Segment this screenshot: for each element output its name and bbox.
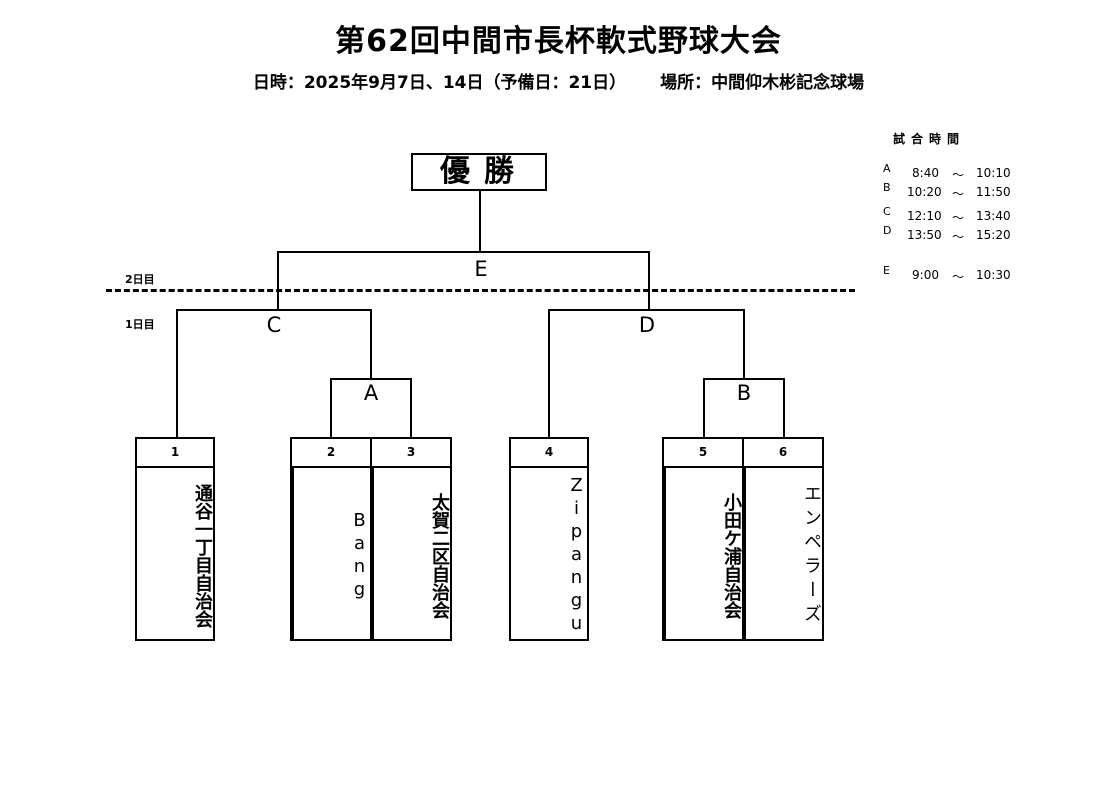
- schedule-start: 13:50: [907, 228, 942, 242]
- schedule-game: E: [883, 264, 890, 277]
- team-name: 太賀二区自治会: [372, 468, 450, 641]
- schedule-end: 13:40: [976, 209, 1011, 223]
- winner-stem-line: [479, 191, 481, 252]
- team-name: Zipangu: [566, 475, 587, 636]
- schedule-game: D: [883, 224, 892, 237]
- schedule-row: B 10:20 ～ 11:50: [880, 181, 1020, 201]
- game-c-left-drop: [176, 309, 178, 438]
- team-number: 3: [406, 445, 416, 459]
- game-b-left-drop: [703, 378, 705, 438]
- day1-label: 1日目: [125, 318, 155, 331]
- schedule-game: B: [883, 181, 891, 194]
- team-number: 1: [170, 445, 180, 459]
- game-label-c: C: [266, 313, 282, 337]
- venue-info: 場所：中間仰木彬記念球場: [660, 73, 865, 93]
- game-e-line: [277, 251, 650, 253]
- game-c-line: [176, 309, 372, 311]
- team-number: 4: [544, 445, 554, 459]
- game-b-line: [703, 378, 785, 380]
- schedule-end: 10:30: [976, 268, 1011, 282]
- date-info: 日時：2025年9月7日、14日（予備日：21日）: [252, 73, 627, 93]
- schedule-end: 11:50: [976, 185, 1011, 199]
- team-box-2-3: 2 3 Bang 太賀二区自治会: [290, 437, 452, 641]
- team-number: 6: [778, 445, 788, 459]
- team-box-5-6: 5 6 小田ケ浦自治会 エンペラーズ: [662, 437, 824, 641]
- game-label-d: D: [638, 313, 656, 337]
- game-d-left-drop: [548, 309, 550, 438]
- game-b-right-drop: [783, 378, 785, 438]
- schedule-start: 8:40: [912, 166, 939, 180]
- game-e-right-drop: [648, 251, 650, 310]
- winner-box: 優勝: [411, 153, 547, 191]
- game-label-a: A: [363, 381, 379, 405]
- tournament-title: 第62回中間市長杯軟式野球大会: [335, 24, 782, 59]
- team-box-1: 1 通谷一丁目自治会: [135, 437, 215, 641]
- team-number: 5: [664, 439, 744, 466]
- day2-label: 2日目: [125, 273, 155, 286]
- schedule-game: A: [883, 162, 891, 175]
- day-divider-line: [106, 289, 855, 292]
- schedule-tilde: ～: [952, 168, 965, 182]
- game-a-right-drop: [410, 378, 412, 438]
- game-schedule: 試合時間 A 8:40 ～ 10:10 B 10:20 ～ 11:50 C 12…: [880, 130, 1020, 284]
- team-box-4: 4 Zipangu: [509, 437, 589, 641]
- schedule-end: 15:20: [976, 228, 1011, 242]
- schedule-header: 試合時間: [893, 132, 966, 146]
- schedule-row: D 13:50 ～ 15:20: [880, 224, 1020, 244]
- game-d-line: [548, 309, 745, 311]
- game-d-right-drop: [743, 309, 745, 380]
- schedule-game: C: [883, 205, 891, 218]
- game-e-left-drop: [277, 251, 279, 310]
- schedule-row: E 9:00 ～ 10:30: [880, 264, 1020, 284]
- game-a-line: [330, 378, 412, 380]
- team-name: 通谷一丁目自治会: [192, 483, 213, 628]
- team-number: 2: [292, 439, 372, 466]
- team-name: エンペラーズ: [744, 468, 822, 641]
- schedule-row: A 8:40 ～ 10:10: [880, 162, 1020, 182]
- team-name: Bang: [292, 468, 370, 641]
- schedule-tilde: ～: [952, 187, 965, 201]
- schedule-end: 10:10: [976, 166, 1011, 180]
- schedule-tilde: ～: [952, 230, 965, 244]
- game-a-left-drop: [330, 378, 332, 438]
- schedule-row: C 12:10 ～ 13:40: [880, 205, 1020, 225]
- game-label-e: E: [474, 257, 488, 281]
- game-label-b: B: [736, 381, 752, 405]
- team-name: 小田ケ浦自治会: [664, 468, 742, 641]
- schedule-tilde: ～: [952, 211, 965, 225]
- event-info: 日時：2025年9月7日、14日（予備日：21日） 場所：中間仰木彬記念球場: [0, 68, 1117, 93]
- schedule-start: 9:00: [912, 268, 939, 282]
- game-c-right-drop: [370, 309, 372, 380]
- schedule-start: 10:20: [907, 185, 942, 199]
- schedule-tilde: ～: [952, 270, 965, 284]
- schedule-start: 12:10: [907, 209, 942, 223]
